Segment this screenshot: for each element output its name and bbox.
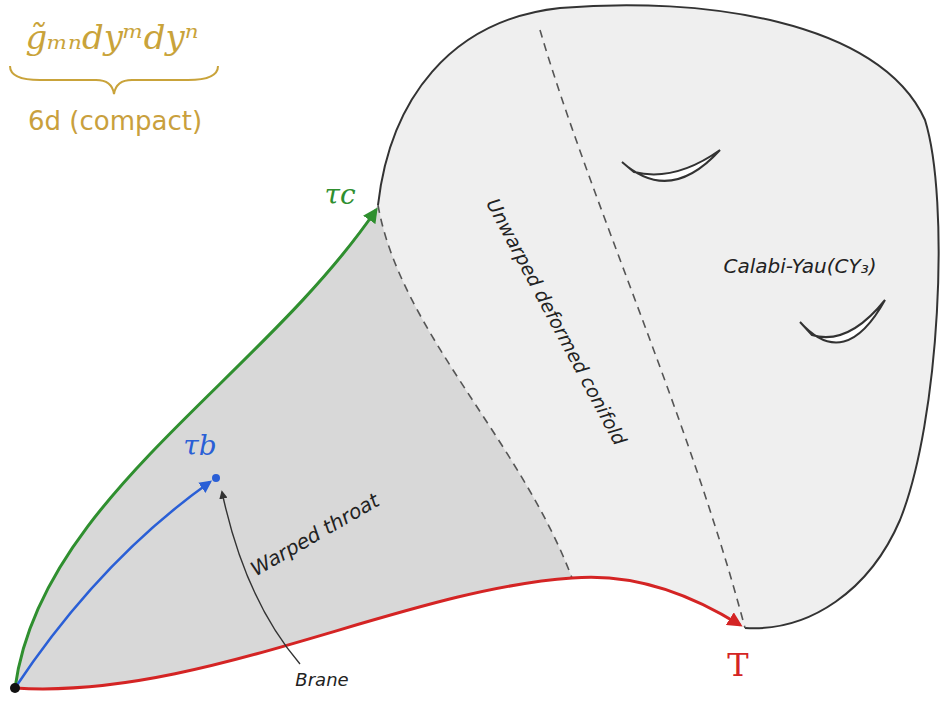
warped-throat-region [15,205,572,689]
tau-b-label: τb [183,430,216,462]
tip-point [10,683,20,693]
t-curve [15,577,740,689]
metric-formula: g̃ₘₙdyᵐdyⁿ [26,18,199,57]
tau-b-arrow [15,482,210,688]
part-label: Brane [295,670,348,691]
brane-point [212,474,220,482]
curly-brace [10,66,218,94]
dashed-boundary [378,205,572,578]
tau-c-curve [15,210,376,688]
calabi-yau-body [15,5,939,689]
handle-hole [622,150,720,181]
region-label: Calabi-Yau(CY₃) [723,255,876,278]
handle-hole [800,300,885,342]
dimension-note: 6d (compact) [28,107,202,137]
calabi-yau-outline [378,5,939,628]
t-label: T [727,647,748,684]
tau-c-label: τc [324,179,355,211]
